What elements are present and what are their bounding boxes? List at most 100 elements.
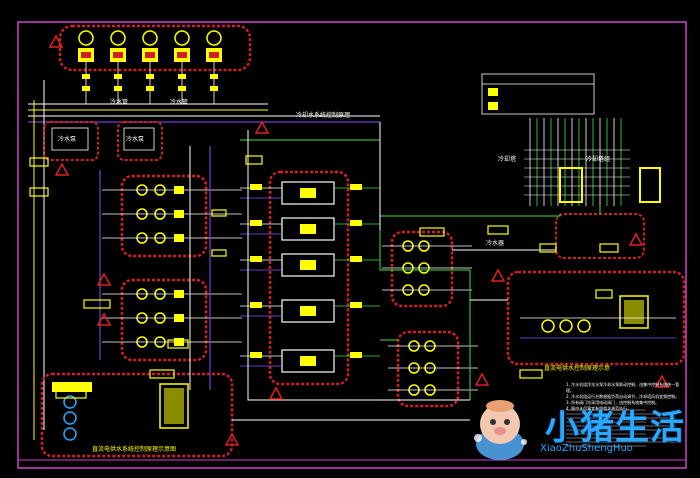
tower-core: [145, 52, 155, 58]
valve-block: [174, 290, 184, 298]
left-equipment-clusters: [102, 174, 242, 362]
valve-block: [250, 184, 262, 190]
valve-block: [174, 234, 184, 242]
pump-cluster-cloud: [120, 278, 208, 362]
left-pump-boxes: [43, 121, 163, 161]
tower-fan-icon: [78, 30, 94, 46]
tower-core: [113, 52, 123, 58]
tag-box: [167, 339, 189, 349]
valve-block: [174, 186, 184, 194]
chiller-unit: [281, 349, 335, 373]
notes-block: 1. 冷水机组冷冻水泵冷却水泵联动控制，由集中控制系统统一管理。 2. 冷水机组…: [566, 382, 682, 412]
tower-valve: [178, 86, 186, 91]
chiller-core: [300, 188, 316, 198]
tag-box: [29, 157, 49, 167]
note-3: 3. 所有阀门均采用电动阀门，由控制系统集中控制。: [566, 400, 660, 405]
warning-triangle-icon: [254, 120, 270, 134]
warning-triangle-icon: [654, 374, 670, 388]
valve-block: [350, 302, 362, 308]
tag-box: [595, 289, 613, 299]
tag-box: [245, 155, 263, 165]
pipe-label-mid: 冷水管: [170, 99, 189, 106]
tower-valve: [146, 74, 154, 79]
chiller-core: [300, 260, 316, 270]
tag-box: [419, 227, 445, 237]
note-2: 2. 冷水机组运行台数根据负荷自动调节，冷却塔风机变频控制。: [566, 394, 680, 399]
chiller-unit: [281, 299, 335, 323]
right-box-a-label: 冷却塔: [498, 156, 517, 163]
warning-triangle-icon: [628, 232, 644, 246]
tower-valve: [178, 74, 186, 79]
warning-triangle-icon: [54, 162, 70, 176]
note-lines: [566, 409, 676, 447]
tag-box: [599, 243, 619, 253]
watermark-subtext: XiaoZhuShengHuo: [540, 443, 633, 454]
pipe-label-left: 冷水管: [110, 99, 129, 106]
chiller-core: [300, 356, 316, 366]
pump-cluster-cloud: [396, 330, 460, 408]
chiller-unit: [281, 217, 335, 241]
valve-block: [174, 338, 184, 346]
tower-fan-icon: [206, 30, 222, 46]
left-box-b-label: 冷水泵: [126, 136, 145, 143]
watermark-text: 小猪生活: [545, 408, 685, 448]
tower-valve: [82, 86, 90, 91]
top-right-system: [481, 73, 661, 259]
tower-valve: [82, 74, 90, 79]
pipe-run: [247, 130, 470, 401]
valve-block: [350, 184, 362, 190]
valve-block: [250, 220, 262, 226]
warning-triangle-icon: [48, 34, 64, 48]
tower-core: [81, 52, 91, 58]
watermark-mascot-icon: [470, 398, 530, 462]
tower-valve: [210, 86, 218, 91]
bottom-right-panel: [506, 270, 686, 366]
tag-box: [149, 369, 175, 379]
tag-box: [519, 369, 543, 379]
warning-triangle-icon: [224, 432, 240, 446]
mid-box-label: 冷水器: [486, 240, 505, 247]
tag-boxes: [29, 155, 619, 399]
warning-triangle-icon: [474, 372, 490, 386]
bottom-left-title: 直流电供水系统控制原理示意图: [92, 446, 177, 453]
tower-fan-icon: [174, 30, 190, 46]
warning-triangle-icon: [96, 312, 112, 326]
pipe-run: [380, 214, 561, 217]
valve-block: [350, 352, 362, 358]
mid-pump-clusters: [382, 230, 478, 408]
tag-box: [211, 209, 227, 217]
tower-fan-icon: [142, 30, 158, 46]
note-4: 4. 图中未尽事宜参照相关规范执行。: [566, 406, 632, 411]
tag-box: [55, 389, 87, 399]
chiller-core: [300, 224, 316, 234]
tag-box: [29, 187, 49, 197]
tower-fan-icon: [110, 30, 126, 46]
warning-triangles: [48, 34, 670, 446]
drawing-frame: [17, 21, 687, 469]
warning-triangle-icon: [268, 386, 284, 400]
tower-valve: [146, 86, 154, 91]
tower-valve: [210, 74, 218, 79]
cooling-tower-group: [58, 24, 252, 104]
pump-cluster-cloud: [390, 230, 454, 308]
right-box-b-label: 冷却塔组: [586, 156, 611, 163]
pipe-network: [99, 121, 601, 421]
top-mid-title: 冷却水系统控制原理: [296, 112, 351, 119]
pipe-run: [240, 139, 470, 271]
valve-block: [250, 256, 262, 262]
valve-block: [174, 210, 184, 218]
warning-triangle-icon: [490, 268, 506, 282]
tag-box: [211, 249, 227, 257]
tower-core: [177, 52, 187, 58]
tower-valve: [114, 86, 122, 91]
valve-block: [250, 352, 262, 358]
valve-block: [350, 256, 362, 262]
valve-block: [350, 220, 362, 226]
center-chiller-block: [240, 170, 380, 386]
chiller-unit: [281, 253, 335, 277]
tag-box: [487, 225, 509, 235]
bottom-right-title: 直流电供水控制原理示意: [544, 365, 611, 372]
chiller-core: [300, 306, 316, 316]
valve-block: [250, 302, 262, 308]
